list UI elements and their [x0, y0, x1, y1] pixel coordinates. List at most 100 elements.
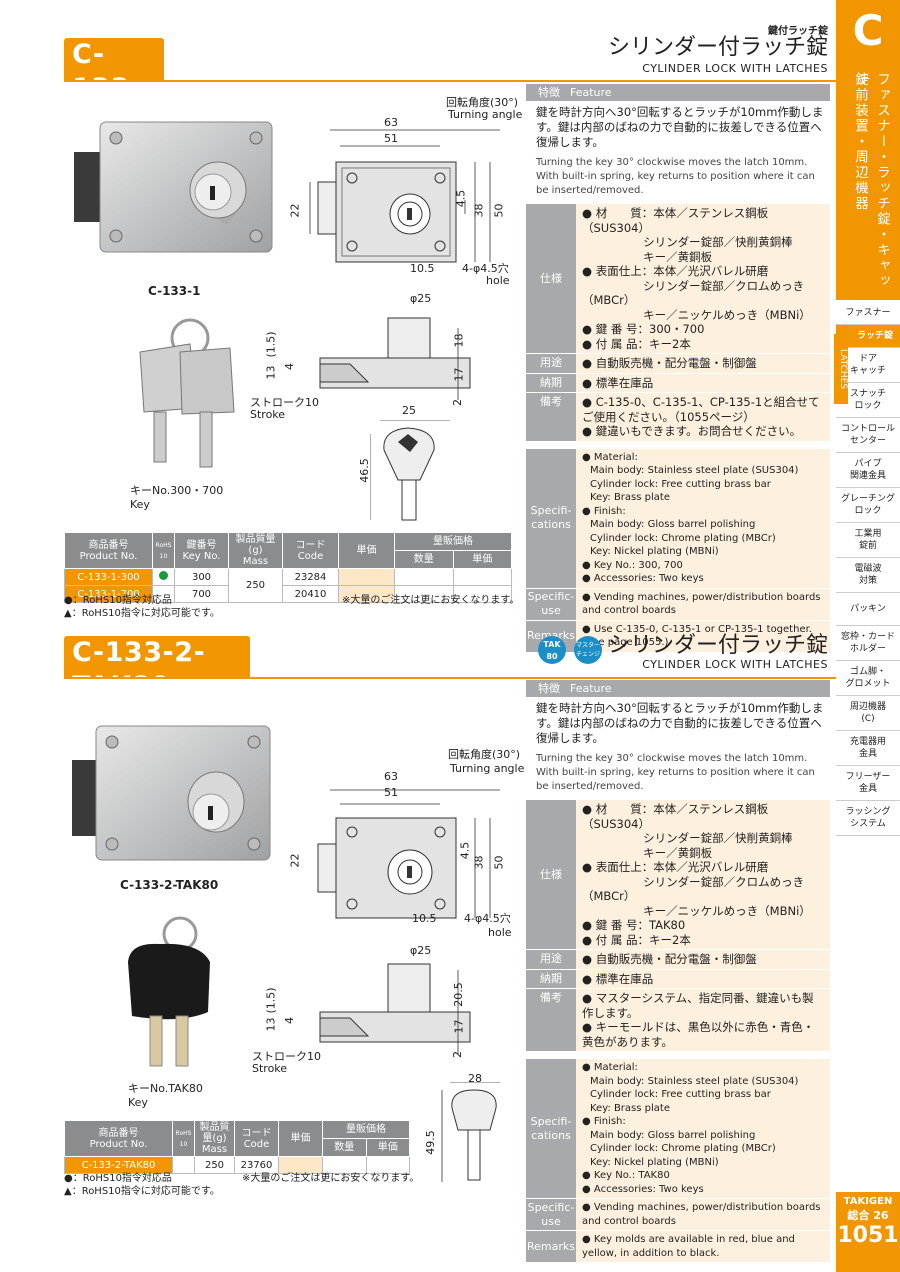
menu-item[interactable]: フリーザー金具: [836, 766, 900, 801]
menu-item[interactable]: グレーチングロック: [836, 488, 900, 523]
hole-label-en: hole: [486, 274, 510, 287]
tak80-badge: TAK 80: [538, 636, 566, 664]
footer-block: TAKIGEN 総合 26 1051: [836, 1192, 900, 1272]
menu-item[interactable]: ファスナー: [836, 302, 900, 325]
dim-38: 38: [472, 203, 486, 218]
side-tab: C ファスナー・ラッチ錠・キャッチ 錠前装置・周辺機器: [836, 0, 900, 300]
stroke-label: ストローク10: [250, 396, 319, 409]
menu-item[interactable]: パッキン: [836, 593, 900, 626]
brand-name: TAKIGEN: [843, 1196, 893, 1207]
key-drawing: [441, 1082, 500, 1182]
dim-63: 63: [384, 116, 398, 129]
dim-4-5: 4.5: [454, 189, 468, 208]
menu-item[interactable]: ドアキャッチ: [836, 348, 900, 383]
dim-22: 22: [288, 203, 302, 218]
use-en-row: Specific-use● Vending machines, power/di…: [526, 1199, 830, 1230]
key-drawing: [370, 420, 450, 521]
hole-label: 4-φ4.5穴: [462, 262, 509, 275]
side-vertical-2: 錠前装置・周辺機器: [852, 72, 868, 212]
dim-22: 22: [288, 853, 302, 868]
dim-2: 2: [451, 399, 464, 406]
menu-item[interactable]: 周辺機器(C): [836, 696, 900, 731]
material-note: ステンレス製: [72, 699, 127, 709]
dim-1-5: (1.5): [264, 331, 278, 358]
menu-item[interactable]: 工業用錠前: [836, 523, 900, 558]
product-title-jp: シリンダー付ラッチ錠: [608, 633, 829, 658]
photo-caption: C-133-2-TAK80: [120, 878, 219, 892]
dim-51: 51: [384, 132, 398, 145]
dim-phi25: φ25: [410, 944, 432, 957]
feature-text-en: Turning the key 30° clockwise moves the …: [536, 753, 815, 792]
dim-38: 38: [472, 855, 486, 870]
photo-caption: C-133-1: [148, 284, 201, 298]
dim-phi25: φ25: [410, 292, 432, 305]
dim-20-5: 20.5: [451, 982, 465, 1007]
product-photo: [74, 121, 273, 253]
rohs-dot: [159, 571, 168, 580]
menu-item[interactable]: パイプ関連金具: [836, 453, 900, 488]
page-title-en: CYLINDER LOCK WITH LATCHES: [642, 62, 828, 75]
use-row: 用途● 自動販売機・配分電盤・制御盤: [526, 950, 830, 969]
product-code: C-133-2-TAK80: [72, 637, 206, 702]
menu-item[interactable]: 電磁波対策: [836, 558, 900, 593]
product-code-tag: C-133-2-TAK80 ステンレス製: [64, 636, 250, 709]
category-label: 鍵付ラッチ錠: [768, 26, 828, 37]
front-drawing: [309, 129, 500, 263]
key-photo: [128, 916, 210, 1067]
menu-item[interactable]: スナッチロック: [836, 383, 900, 418]
angle-label: 回転角度(30°): [448, 748, 521, 761]
delivery-row: 納期● 標準在庫品: [526, 373, 830, 392]
dim-4-5: 4.5: [458, 841, 472, 860]
dim-10-5: 10.5: [410, 262, 435, 275]
hole-label-en: hole: [488, 926, 512, 939]
table-row: C-133-1-700 700 20410: [64, 585, 512, 603]
use-row: 用途● 自動販売機・配分電盤・制御盤: [526, 354, 830, 373]
menu-item[interactable]: ラッシングシステム: [836, 801, 900, 836]
feature-text-jp: 鍵を時計方向へ30°回転するとラッチが10mm作動します。鍵は内部のばねの力で自…: [536, 105, 824, 149]
menu-item-active[interactable]: ラッチ錠: [836, 325, 900, 348]
use-en-row: Specific-use● Vending machines, power/di…: [526, 588, 830, 620]
menu-item[interactable]: コントロールセンター: [836, 418, 900, 453]
menu-item[interactable]: ゴム脚・グロメット: [836, 661, 900, 696]
menu-item[interactable]: 充電器用金具: [836, 731, 900, 766]
dim-50: 50: [492, 203, 506, 218]
side-menu: ファスナー ラッチ錠 ドアキャッチ スナッチロック コントロールセンター パイプ…: [836, 302, 900, 836]
front-drawing: [317, 789, 500, 919]
dim-key-49-5: 49.5: [423, 1130, 437, 1155]
rohs-notes: ●：RoHS10指令対応品▲：RoHS10指令に対応可能です。: [64, 595, 220, 619]
angle-label-en: Turning angle: [448, 108, 523, 121]
rohs-notes: ●：RoHS10指令対応品▲：RoHS10指令に対応可能です。: [64, 1173, 220, 1197]
key-photo: [139, 318, 235, 468]
dim-63: 63: [384, 770, 398, 783]
feature-text-jp: 鍵を時計方向へ30°回転するとラッチが10mm作動します。鍵は内部のばねの力で自…: [536, 701, 824, 745]
bulk-note: ※大量のご注文は更にお安くなります。: [242, 1173, 420, 1184]
angle-label: 回転角度(30°): [446, 96, 519, 109]
dim-key-46-5: 46.5: [357, 458, 371, 483]
menu-item[interactable]: 窓枠・カードホルダー: [836, 626, 900, 661]
dim-13: 13: [264, 1017, 278, 1032]
spec-en-row: Specifi-cations ● Material:Main body: St…: [526, 1059, 830, 1198]
dim-50: 50: [492, 855, 506, 870]
feature-text-en: Turning the key 30° clockwise moves the …: [536, 157, 815, 196]
delivery-row: 納期● 標準在庫品: [526, 969, 830, 988]
dim-10-5: 10.5: [412, 912, 437, 925]
dim-4: 4: [283, 363, 296, 370]
dim-17: 17: [452, 367, 466, 382]
dim-1-5: (1.5): [264, 987, 278, 1014]
spec-en-row: Specifi-cations ● Material:Main body: St…: [526, 448, 830, 588]
page-number: 1051: [837, 1223, 899, 1248]
stroke-label-en: Stroke: [252, 1062, 288, 1075]
product-title-en: CYLINDER LOCK WITH LATCHES: [642, 658, 828, 671]
page-title-jp: シリンダー付ラッチ錠: [607, 35, 828, 60]
dim-18: 18: [452, 333, 466, 348]
master-change-badge: マスター チェンジ: [574, 636, 602, 664]
